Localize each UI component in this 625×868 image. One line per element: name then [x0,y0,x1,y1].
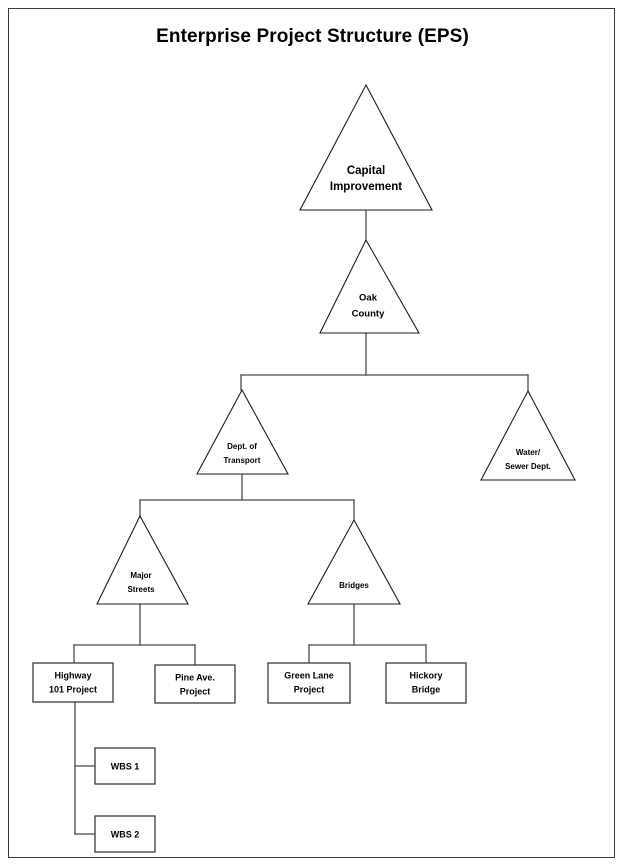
wbs-1-label: WBS 1 [111,761,140,771]
node-bridges[interactable]: Bridges [307,518,401,605]
node-highway-101-project[interactable]: Highway 101 Project [32,662,114,703]
node-wbs-1[interactable]: WBS 1 [94,747,156,785]
bridges-triangle[interactable] [307,518,401,605]
highway-101-project-label-line-1: Highway [54,670,91,680]
pine-ave-project-label-line-2: Project [180,686,211,696]
green-lane-project-label-line-1: Green Lane [284,670,334,680]
capital-improvement-label-line-2: Improvement [330,181,402,193]
connector-layer [73,209,529,835]
hickory-bridge-label-line-1: Hickory [409,670,442,680]
major-streets-triangle[interactable] [96,514,189,605]
node-oak-county[interactable]: Oak County [319,238,420,334]
node-wbs-2[interactable]: WBS 2 [94,815,156,853]
dept-of-transport-label-line-2: Transport [224,456,261,465]
water-sewer-dept-label-line-1: Water/ [516,448,541,457]
oak-county-label-line-2: County [352,309,385,320]
highway-101-project-box[interactable] [32,662,114,703]
highway-101-project-label-line-2: 101 Project [49,684,97,694]
green-lane-project-box[interactable] [267,662,351,704]
wbs-1-box[interactable] [94,747,156,785]
bridges-label-line-1: Bridges [339,581,369,590]
hickory-bridge-box[interactable] [385,662,467,704]
pine-ave-project-label-line-1: Pine Ave. [175,672,215,682]
oak-county-label-line-1: Oak [359,293,378,304]
dept-of-transport-triangle[interactable] [196,388,289,475]
page-title: Enterprise Project Structure (EPS) [156,26,469,47]
capital-improvement-label-line-1: Capital [347,165,385,177]
node-dept-of-transport[interactable]: Dept. of Transport [196,388,289,475]
node-capital-improvement[interactable]: Capital Improvement [299,83,433,211]
wbs-2-box[interactable] [94,815,156,853]
node-major-streets[interactable]: Major Streets [96,514,189,605]
node-green-lane-project[interactable]: Green Lane Project [267,662,351,704]
major-streets-label-line-1: Major [130,571,151,580]
major-streets-label-line-2: Streets [127,585,155,594]
hickory-bridge-label-line-2: Bridge [412,684,441,694]
water-sewer-dept-triangle[interactable] [480,389,576,481]
node-water-sewer-dept[interactable]: Water/ Sewer Dept. [480,389,576,481]
green-lane-project-label-line-2: Project [294,684,325,694]
capital-improvement-triangle[interactable] [299,83,433,211]
oak-county-triangle[interactable] [319,238,420,334]
node-pine-ave-project[interactable]: Pine Ave. Project [154,664,236,704]
water-sewer-dept-label-line-2: Sewer Dept. [505,462,551,471]
wbs-2-label: WBS 2 [111,829,140,839]
pine-ave-project-box[interactable] [154,664,236,704]
node-hickory-bridge[interactable]: Hickory Bridge [385,662,467,704]
dept-of-transport-label-line-1: Dept. of [227,442,257,451]
